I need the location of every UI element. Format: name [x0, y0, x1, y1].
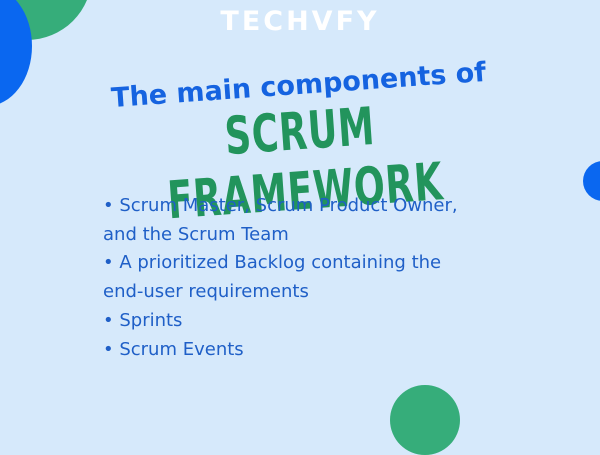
list-line: and the Scrum Team	[103, 223, 289, 245]
title-block: The main components of SCRUM FRAMEWORK	[96, 46, 503, 231]
decorative-green-circle-bottom	[390, 385, 460, 455]
list-line: • Scrum Master, Scrum Product Owner,	[103, 195, 458, 216]
list-line: • Scrum Events	[103, 338, 244, 360]
decorative-blue-circle-right	[583, 161, 600, 201]
list-line: • A prioritized Backlog containing the	[103, 252, 442, 274]
list-line: • Sprints	[103, 309, 183, 331]
list-line: end-user requirements	[103, 281, 309, 303]
components-list: • Scrum Master, Scrum Product Owner, and…	[103, 192, 523, 364]
brand-logo: TECHVFY	[220, 6, 380, 37]
